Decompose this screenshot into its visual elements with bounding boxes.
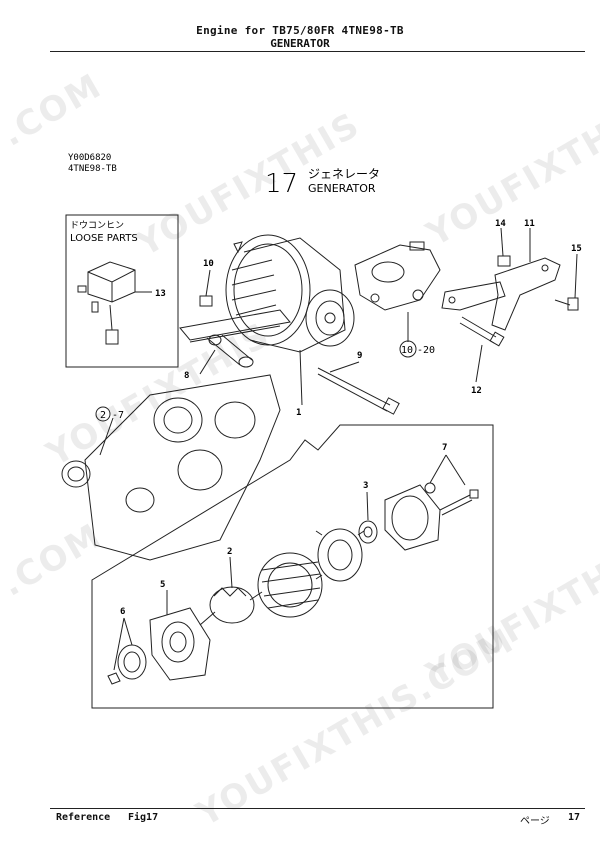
part-13-relay: [77, 261, 136, 345]
diagram-model: 4TNE98-TB: [68, 164, 117, 174]
callout-11: 11: [524, 219, 535, 229]
part-stator: [257, 552, 323, 618]
part-bracket-assembly: [354, 241, 441, 311]
svg-text:10: 10: [401, 345, 413, 356]
part-11-strap-bracket: [441, 257, 561, 331]
diagram-code: Y00D6820: [68, 153, 111, 163]
gear-case-cover: [61, 374, 281, 561]
callout-6: 6: [120, 607, 125, 617]
figure-title-en: GENERATOR: [308, 182, 376, 195]
part-rectifier: [315, 528, 365, 582]
cross-reference-10-20: 10 -20: [399, 340, 435, 358]
callout-1: 1: [296, 408, 301, 418]
figure-number: 17: [265, 169, 298, 199]
callout-13: 13: [155, 289, 166, 299]
svg-text:-7: -7: [112, 410, 124, 421]
footer-page-number: 17: [568, 812, 581, 823]
part-8-spacer: [179, 309, 291, 368]
part-7-bolt-nut: [424, 482, 479, 516]
callout-10: 10: [203, 259, 214, 269]
callout-14: 14: [495, 219, 506, 229]
part-3-bearing: [358, 520, 378, 544]
svg-text:2: 2: [100, 410, 106, 421]
loose-parts-label-jp: ドウコンヒン: [70, 220, 124, 231]
page-subtitle: GENERATOR: [270, 37, 330, 50]
footer-divider: [50, 808, 585, 809]
loose-parts-label-en: LOOSE PARTS: [70, 233, 138, 244]
part-rear-housing: [384, 484, 441, 551]
callout-12: 12: [471, 386, 482, 396]
part-1-alternator: [225, 234, 355, 353]
footer-page-label: ページ: [520, 816, 550, 827]
callout-2: 2: [227, 547, 232, 557]
page-title: Engine for TB75/80FR 4TNE98-TB: [196, 24, 404, 37]
part-5-front-housing: [149, 607, 211, 681]
callout-5: 5: [160, 580, 165, 590]
exploded-view-frame: [91, 424, 494, 709]
callout-8: 8: [184, 371, 189, 381]
callout-9: 9: [357, 351, 362, 361]
callouts: 1 2 3 5 6 7 8 9 10 11 12 13 14 15: [120, 219, 582, 617]
svg-text:-20: -20: [417, 345, 435, 356]
part-2-rotor: [199, 586, 263, 626]
callout-3: 3: [363, 481, 368, 491]
part-6-pulley: [107, 644, 147, 685]
callout-7: 7: [442, 443, 447, 453]
footer-reference-label: Reference: [56, 812, 111, 823]
leader-lines: [99, 227, 578, 671]
cross-reference-2-7: 2 -7: [95, 406, 124, 422]
bolt-parts: [199, 255, 579, 415]
figure-title-jp: ジェネレータ: [308, 167, 380, 181]
footer-fig-label: Fig17: [128, 812, 159, 823]
header-divider: [50, 51, 585, 52]
callout-15: 15: [571, 244, 582, 254]
